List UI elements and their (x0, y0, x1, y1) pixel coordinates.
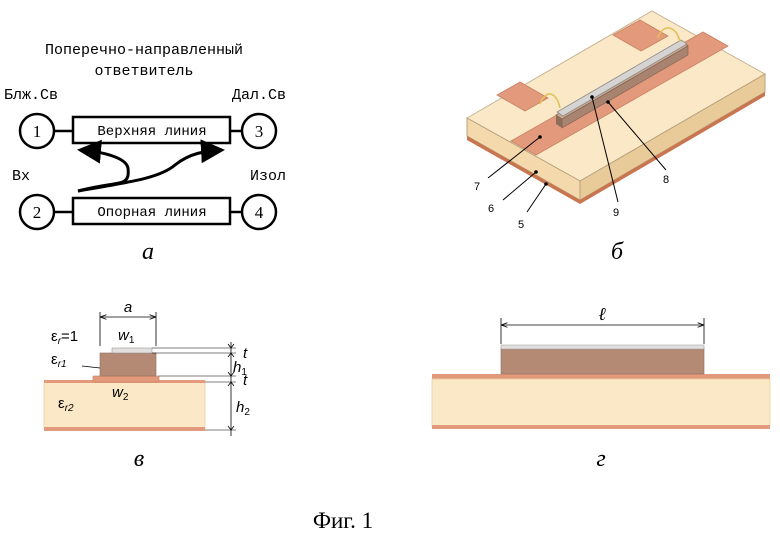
figure-caption: Фиг. 1 (313, 508, 373, 533)
leader-6-dot (534, 170, 538, 174)
callout-7: 7 (474, 181, 480, 193)
panel-c-cross-section: a w1 w2 εr=1 εr1 εr2 t h1 t h2 в (44, 299, 250, 472)
lower-strip-w2 (93, 376, 159, 382)
side-silver-strip (501, 345, 704, 349)
leader-9-dot (590, 95, 594, 99)
panel-b-isometric-view: 5 6 7 8 9 б (467, 11, 765, 265)
w1-label: w1 (118, 327, 135, 346)
port-1-label: 1 (33, 122, 42, 141)
port-3-label: 3 (255, 122, 264, 141)
callout-6: 6 (488, 203, 494, 215)
label-input: Вх (12, 168, 30, 185)
side-dielectric-bar (501, 348, 704, 374)
upper-strip-w1 (112, 348, 152, 353)
panel-a-title-line1: Поперечно-направленный (45, 42, 243, 59)
eps-r1-label: εr1 (51, 351, 67, 370)
t-top-label: t (243, 345, 248, 362)
dielectric-section (100, 353, 156, 376)
callout-5: 5 (518, 219, 524, 231)
leader-6 (503, 172, 536, 200)
panel-c-letter: в (134, 446, 144, 472)
panel-a-title-line2: ответвитель (94, 63, 193, 80)
label-isolated: Изол (250, 168, 286, 185)
port-4-label: 4 (255, 203, 264, 222)
dim-a-label: a (124, 299, 132, 316)
ground-plane-section (44, 427, 205, 431)
panel-a-coupler-schematic: Поперечно-направленный ответвитель Блж.С… (4, 42, 286, 265)
label-near-coupled: Блж.Св (4, 87, 58, 104)
length-label: ℓ (598, 304, 606, 324)
t-bottom-label: t (243, 372, 248, 389)
leader-5-dot (544, 182, 548, 186)
leader-8-dot (606, 100, 610, 104)
panel-b-letter: б (611, 239, 624, 265)
callout-8: 8 (663, 174, 669, 186)
label-far-coupled: Дал.Св (232, 87, 286, 104)
panel-d-letter: г (596, 446, 605, 472)
upper-line-label: Верхняя линия (97, 124, 206, 140)
panel-d-side-view: ℓ г (432, 304, 770, 472)
eps-r1-leader (82, 366, 100, 368)
side-ground-plane (432, 425, 770, 429)
h2-label: h2 (236, 399, 250, 418)
panel-a-letter: а (142, 239, 154, 265)
leader-5 (527, 184, 546, 212)
port-2-label: 2 (33, 203, 42, 222)
ref-line-label: Опорная линия (97, 205, 206, 221)
side-substrate (432, 379, 770, 426)
eps-air-label: εr=1 (51, 328, 78, 347)
side-top-copper (432, 374, 770, 379)
leader-7-dot (538, 135, 542, 139)
callout-9: 9 (613, 207, 619, 219)
